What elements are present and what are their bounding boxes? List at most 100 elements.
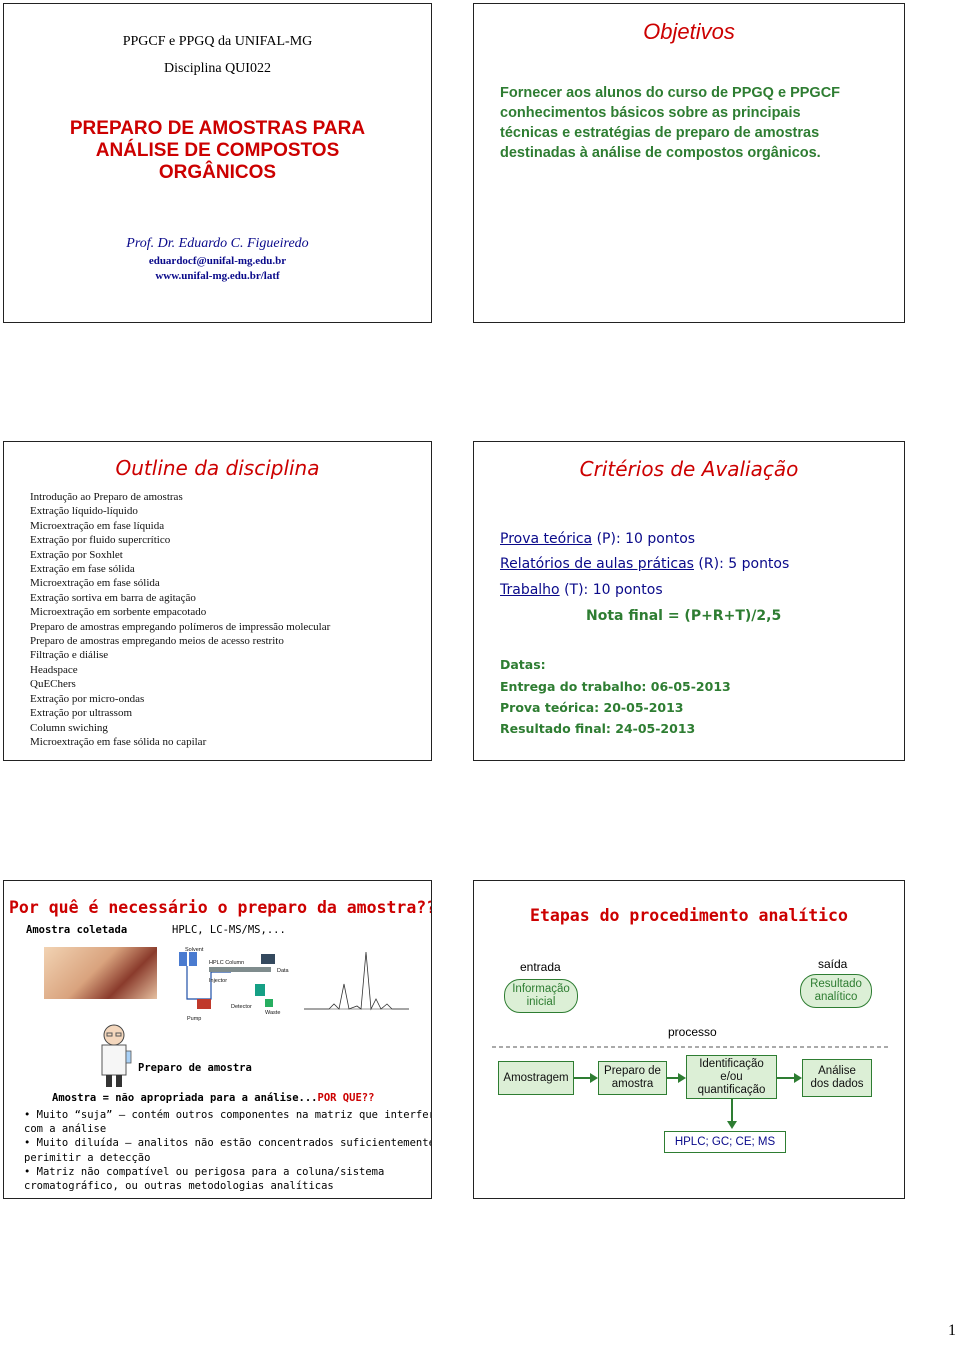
reports-criterion: Relatórios de aulas práticas (R): 5 pont… (500, 556, 789, 572)
outline-list: Introdução ao Preparo de amostras Extraç… (30, 490, 330, 749)
course-title-line: PREPARO DE AMOSTRAS PARA (69, 118, 366, 139)
exam-points: (P): 10 pontos (592, 531, 696, 547)
slide-objectives: Objetivos Fornecer aos alunos do curso d… (473, 3, 905, 323)
process-label: processo (668, 1025, 717, 1039)
objectives-line: conhecimentos básicos sobre as principai… (500, 105, 801, 121)
solvent-bottle (179, 952, 187, 966)
box-line: amostra (611, 1078, 654, 1090)
reason-line: • Muito “suja” – contém outros component… (24, 1109, 432, 1121)
detector-shape (255, 984, 265, 996)
step-sampling-box: Amostragem (498, 1061, 574, 1095)
reason-line: perimitir a detecção (24, 1151, 151, 1164)
box-line: e/ou (720, 1070, 743, 1083)
list-item: Column swiching (30, 721, 108, 734)
exam-label: Prova teórica (500, 531, 593, 547)
list-item: Preparo de amostras empregando polímeros… (30, 620, 331, 633)
date-item: Resultado final: 24-05-2013 (500, 721, 696, 736)
slide-heading: Outline da disciplina (115, 456, 320, 480)
course-title-line: ORGÂNICOS (158, 162, 277, 183)
output-label: saída (818, 957, 848, 971)
process-flow-arrows (492, 1046, 888, 1129)
sample-vials-photo (44, 947, 157, 999)
scheme-label: Waste (265, 1010, 280, 1016)
list-item: Extração por Soxhlet (30, 548, 123, 561)
slide-heading: Objetivos (643, 19, 735, 44)
box-line: Análise (818, 1065, 856, 1077)
slide-outline: Outline da disciplina Introdução ao Prep… (3, 441, 432, 761)
exam-criterion: Prova teórica (P): 10 pontos (500, 531, 695, 547)
slide-why-sample-prep: Por quê é necessário o preparo da amostr… (3, 880, 432, 1199)
box-line: quantificação (697, 1083, 766, 1096)
course-code: Disciplina QUI022 (164, 61, 271, 76)
list-item: Microextração em fase líquida (30, 519, 165, 532)
list-item: Microextração em sorbente empacotado (30, 606, 207, 619)
question-text: Amostra = não apropriada para a análise.… (52, 1092, 318, 1104)
list-item: Extração por micro-ondas (30, 692, 145, 705)
list-item: Extração líquido-líquido (30, 505, 138, 518)
list-item: Preparo de amostras empregando meios de … (30, 635, 284, 648)
box-line: Identificação (699, 1057, 764, 1070)
flow-arrowhead (794, 1073, 802, 1083)
box-line: Amostragem (503, 1071, 569, 1084)
reports-points: (R): 5 pontos (693, 556, 790, 572)
box-line: Informação (512, 983, 570, 995)
techniques-box: HPLC; GC; CE; MS (664, 1131, 786, 1153)
list-item: Extração por ultrassom (30, 707, 133, 720)
box-line: dos dados (810, 1078, 864, 1090)
chromatogram-trace (304, 951, 409, 1011)
question-highlight: POR QUE?? (317, 1092, 375, 1104)
scheme-label: Solvent (185, 947, 204, 953)
slide-analytical-steps: Etapas do procedimento analítico entrada… (473, 880, 905, 1199)
objectives-text: Fornecer aos alunos do curso de PPGQ e P… (500, 83, 895, 163)
reason-line: • Muito diluída – analitos não estão con… (24, 1137, 432, 1150)
list-item: Extração em fase sólida (30, 563, 135, 576)
reason-line: cromatográfico, ou outras metodologias a… (24, 1180, 334, 1193)
list-item: Filtração e diálise (30, 649, 109, 662)
scheme-label: Injector (209, 978, 227, 984)
dates-label: Datas: (500, 657, 546, 672)
course-title: PREPARO DE AMOSTRAS PARA ANÁLISE DE COMP… (4, 118, 431, 184)
slide-heading: Etapas do procedimento analítico (530, 906, 848, 925)
date-item: Prova teórica: 20-05-2013 (500, 700, 684, 715)
list-item: Microextração em fase sólida no capilar (30, 735, 207, 748)
box-line: Resultado (810, 978, 862, 990)
list-item: Headspace (30, 663, 78, 676)
input-label: entrada (520, 960, 561, 974)
list-item: Microextração em fase sólida (30, 577, 160, 590)
professor-email: eduardocf@unifal-mg.edu.br (148, 255, 287, 267)
scheme-label: HPLC Column (209, 960, 244, 966)
lab-website: www.unifal-mg.edu.br/latf (155, 270, 280, 282)
program-name: PPGCF e PPGQ da UNIFAL-MG (122, 34, 313, 49)
hplc-scheme-diagram: Solvent Pump HPLC Column Injector Detect… (179, 947, 409, 1022)
waste-shape (265, 999, 273, 1007)
professor-name: Prof. Dr. Eduardo C. Figueiredo (126, 236, 309, 251)
objectives-line: Fornecer aos alunos do curso de PPGQ e P… (500, 85, 841, 101)
column-shape (209, 967, 271, 972)
box-line: inicial (526, 996, 556, 1008)
computer-shape (261, 954, 275, 964)
work-label: Trabalho (500, 582, 560, 598)
inappropriate-sample-question: Amostra = não apropriada para a análise.… (52, 1092, 374, 1104)
box-line: analítico (814, 991, 858, 1003)
reason-line: com a análise (24, 1123, 107, 1136)
flow-arrowhead (727, 1121, 737, 1129)
list-item: QuEChers (30, 678, 76, 691)
objectives-line: destinadas à análise de compostos orgâni… (500, 145, 821, 161)
work-criterion: Trabalho (T): 10 pontos (500, 582, 663, 598)
collected-sample-label: Amostra coletada (26, 924, 128, 936)
slide-heading: Por quê é necessário o preparo da amostr… (9, 898, 432, 917)
list-item: Introdução ao Preparo de amostras (30, 491, 183, 503)
scheme-label: Detector (231, 1004, 252, 1010)
flow-arrowhead (678, 1073, 686, 1083)
course-title-line: ANÁLISE DE COMPOSTOS (95, 140, 340, 161)
reasons-list: • Muito “suja” – contém outros component… (24, 1108, 432, 1193)
scheme-label: Data (277, 968, 290, 974)
scheme-label: Pump (187, 1016, 201, 1022)
date-item: Entrega do trabalho: 06-05-2013 (500, 679, 731, 694)
reason-line: • Matriz não compatível ou perigosa para… (24, 1165, 385, 1178)
reports-label: Relatórios de aulas práticas (500, 556, 694, 572)
instrument-label: HPLC, LC-MS/MS,... (172, 924, 286, 936)
